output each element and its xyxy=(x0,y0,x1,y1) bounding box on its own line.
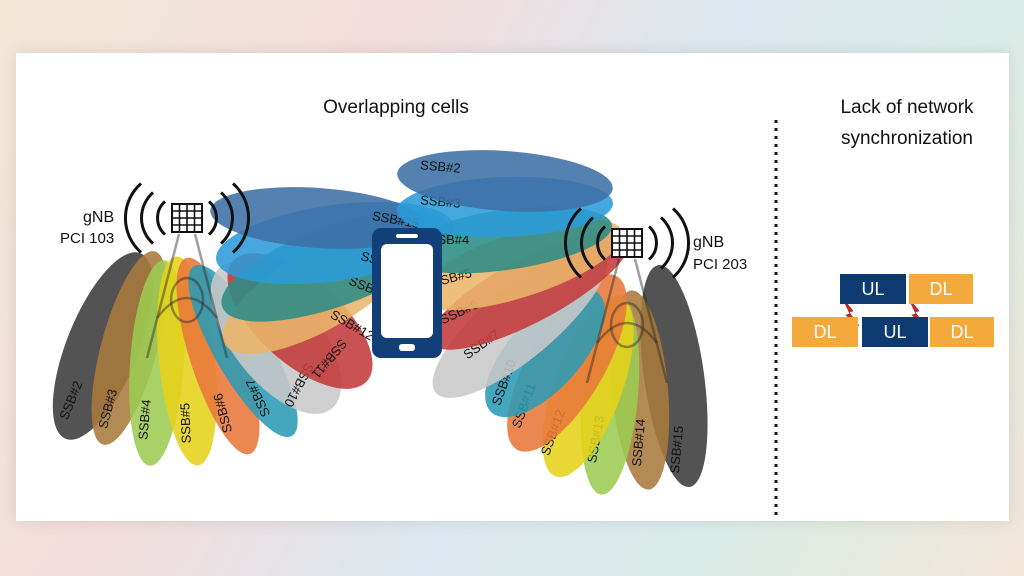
right-beam-label: SSB#15 xyxy=(667,425,686,474)
left-beam-label: SSB#4 xyxy=(135,399,153,441)
right-beam: SSB#2 xyxy=(397,150,613,212)
gnb-left-name: gNB xyxy=(83,209,115,226)
gnb-right-pci: PCI 203 xyxy=(693,256,748,273)
smartphone-icon xyxy=(372,228,442,358)
gnb-right-name: gNB xyxy=(693,234,725,251)
signal-waves-icon xyxy=(563,207,691,279)
right-beam-label: SSB#14 xyxy=(629,418,648,467)
right-beam-label: SSB#2 xyxy=(420,157,462,175)
gnb-left-pci: PCI 103 xyxy=(60,230,115,247)
signal-waves-icon xyxy=(123,182,251,254)
antenna-tower-icon xyxy=(123,182,251,359)
overlapping-cells-title: Overlapping cells xyxy=(323,97,469,118)
dl-slot-top: DL xyxy=(909,274,973,304)
right-beam-shape xyxy=(485,288,605,418)
network-sync-title-line2: synchronization xyxy=(840,128,974,149)
lightning-icon xyxy=(842,298,860,327)
left-beam-shape xyxy=(210,187,426,249)
ul-slot-top: UL xyxy=(840,274,906,304)
network-sync-title-line1: Lack of network xyxy=(840,97,974,118)
left-beam-label: SSB#5 xyxy=(177,403,193,444)
right-beam-shape xyxy=(397,150,613,212)
antenna-tower-icon xyxy=(563,207,691,384)
network-sync-title: Lack of network synchronization xyxy=(796,92,1018,154)
dl-slot-bottom-right: DL xyxy=(930,317,994,347)
dl-slot-bottom-left: DL xyxy=(792,317,858,347)
ul-slot-bottom: UL xyxy=(862,317,928,347)
left-beam: SSB#15 xyxy=(210,187,426,249)
